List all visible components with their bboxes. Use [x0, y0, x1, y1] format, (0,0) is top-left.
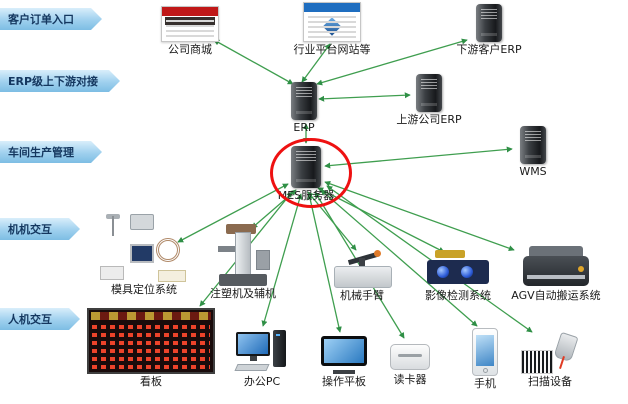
server-icon — [291, 82, 317, 120]
node-label: 机械手臂 — [340, 289, 384, 302]
section-customer-order-entry: 客户订单入口 — [0, 8, 102, 30]
node-vision-inspection: 影像检测系统 — [413, 250, 503, 302]
node-injection-machine: 注塑机及辅机 — [198, 224, 288, 300]
agv-icon — [523, 246, 589, 288]
node-label: 手机 — [474, 377, 496, 390]
node-label: AGV自动搬运系统 — [511, 289, 601, 302]
node-label: 注塑机及辅机 — [210, 287, 276, 300]
node-label: 办公PC — [243, 375, 281, 388]
operation-tablet-icon — [321, 336, 367, 374]
injection-machine-icon — [216, 224, 270, 286]
node-label: 行业平台网站等 — [293, 43, 371, 56]
node-company-mall: 公司商城 — [150, 6, 230, 56]
node-mes-server: MES服务器 — [266, 146, 346, 202]
section-label: 人机交互 — [8, 313, 52, 326]
node-label: ERP — [293, 121, 315, 134]
server-icon — [520, 126, 546, 164]
server-icon — [416, 74, 442, 112]
mold-positioning-icon — [100, 214, 188, 282]
section-machine-interaction: 机机交互 — [0, 218, 80, 240]
node-label: 上游公司ERP — [396, 113, 462, 126]
section-label: ERP级上下游对接 — [8, 75, 99, 88]
node-wms: WMS — [493, 126, 573, 178]
website-screenshot-icon — [303, 2, 361, 42]
vision-inspection-icon — [427, 250, 489, 288]
node-label: 影像检测系统 — [425, 289, 491, 302]
card-reader-icon — [390, 342, 430, 372]
section-label: 客户订单入口 — [8, 13, 74, 26]
node-phone: 手机 — [451, 328, 519, 390]
node-erp: ERP — [264, 82, 344, 134]
barcode-scanner-icon — [521, 331, 579, 374]
section-label: 机机交互 — [8, 223, 52, 236]
node-label: 模具定位系统 — [111, 283, 177, 296]
node-downstream-customer-erp: 下游客户ERP — [449, 4, 529, 56]
robot-arm-icon — [334, 248, 392, 288]
node-card-reader: 读卡器 — [376, 342, 444, 386]
website-screenshot-icon — [161, 6, 219, 42]
node-scanner: 扫描设备 — [512, 331, 588, 388]
section-erp-integration: ERP级上下游对接 — [0, 70, 120, 92]
phone-icon — [472, 328, 498, 376]
node-label: WMS — [519, 165, 547, 178]
node-label: 下游客户ERP — [456, 43, 522, 56]
node-operation-tablet: 操作平板 — [308, 336, 380, 388]
server-icon — [476, 4, 502, 42]
node-upstream-company-erp: 上游公司ERP — [389, 74, 469, 126]
node-label: 操作平板 — [322, 375, 366, 388]
node-robot-arm: 机械手臂 — [317, 248, 407, 302]
node-industry-platform: 行业平台网站等 — [280, 2, 384, 56]
node-agv-system: AGV自动搬运系统 — [504, 246, 608, 302]
kanban-display-icon — [87, 308, 215, 374]
node-kanban-board: 看板 — [86, 308, 216, 388]
node-mold-positioning-system: 模具定位系统 — [98, 214, 190, 296]
node-office-pc: 办公PC — [226, 330, 298, 388]
office-pc-icon — [234, 330, 288, 374]
node-label: MES服务器 — [277, 189, 335, 202]
server-icon — [291, 146, 321, 188]
section-shop-floor-mgmt: 车间生产管理 — [0, 141, 102, 163]
node-label: 看板 — [140, 375, 162, 388]
node-label: 读卡器 — [393, 373, 427, 386]
section-human-interaction: 人机交互 — [0, 308, 80, 330]
section-label: 车间生产管理 — [8, 146, 74, 159]
node-label: 公司商城 — [168, 43, 212, 56]
node-label: 扫描设备 — [528, 375, 572, 388]
